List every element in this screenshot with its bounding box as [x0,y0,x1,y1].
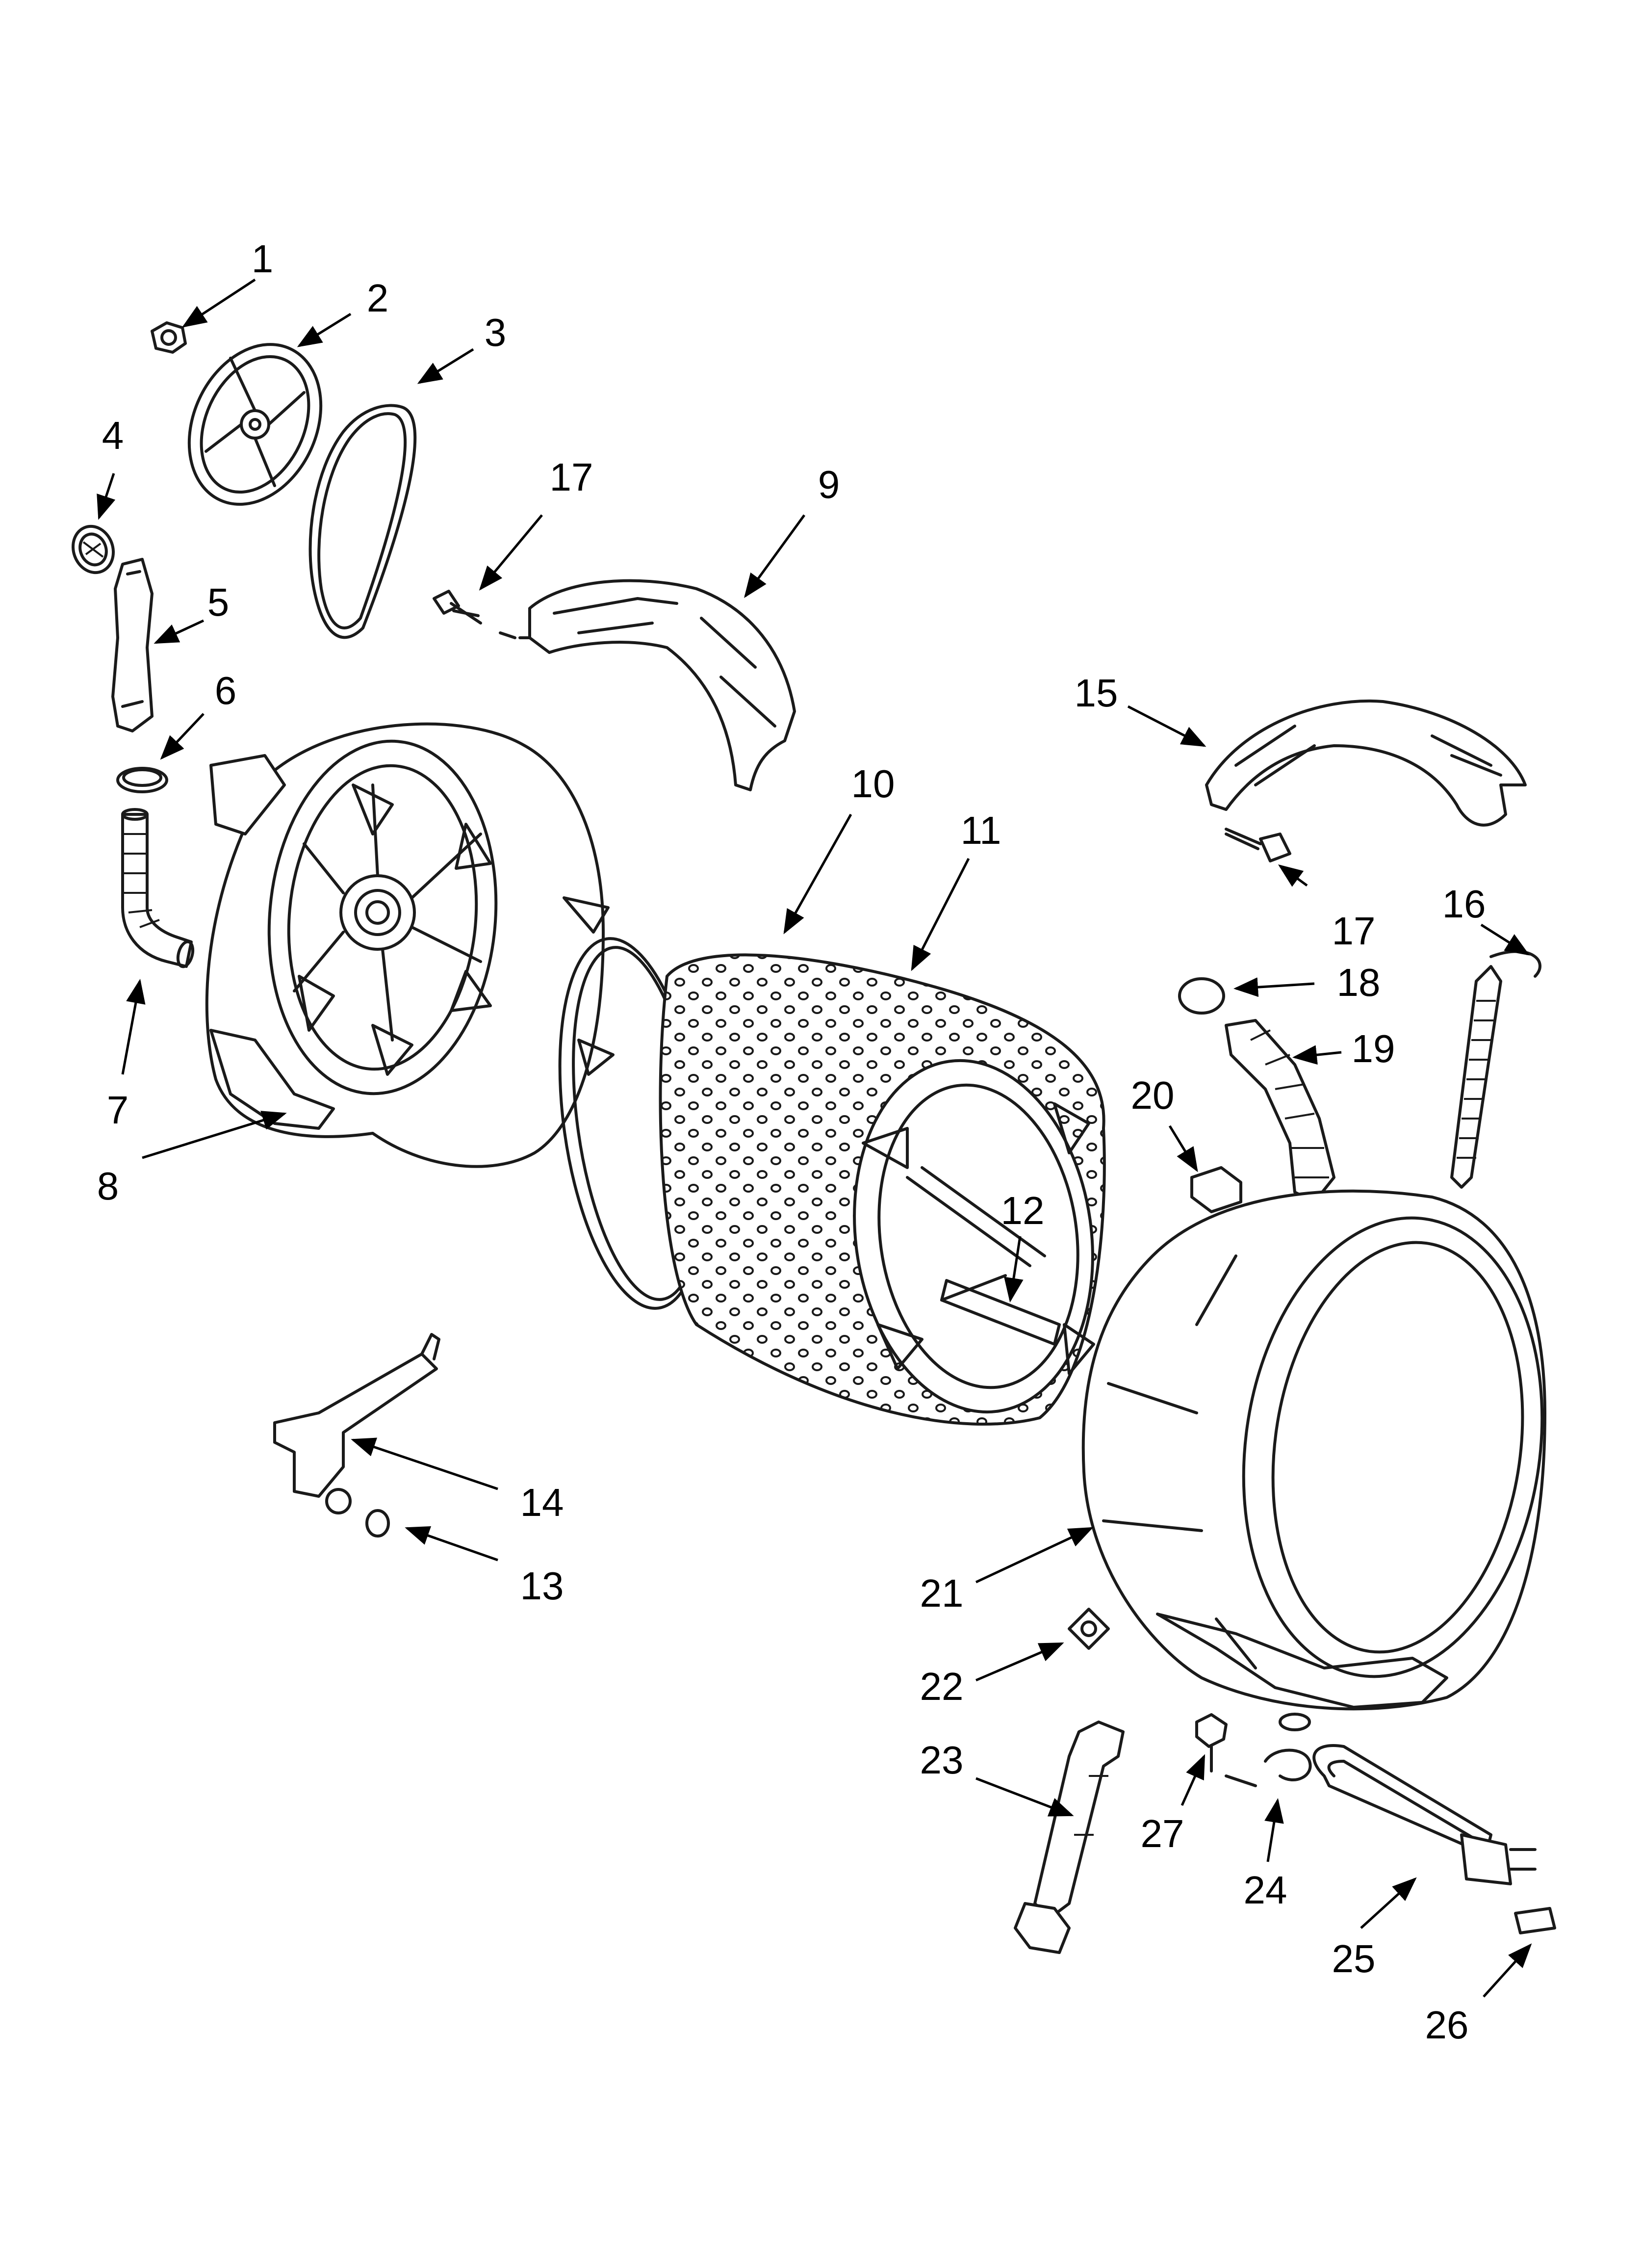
leader-15 [1127,705,1206,747]
callout-14: 14 [520,1481,564,1524]
leader-25 [1360,1877,1417,1929]
callout-27: 27 [1141,1812,1184,1855]
leader-18 [1233,977,1315,997]
callout-5: 5 [207,580,230,624]
part-connector[interactable] [1514,1907,1556,1934]
callout-19: 19 [1352,1027,1395,1070]
callout-10: 10 [851,762,895,806]
callout-25: 25 [1332,1937,1376,1981]
part-bellows[interactable] [1225,1019,1335,1203]
part-sensor-bracket[interactable] [273,1333,440,1514]
callout-20: 20 [1131,1073,1175,1117]
part-heating-element[interactable] [1312,1744,1537,1885]
callout-8: 8 [97,1164,119,1208]
callout-12: 12 [1001,1189,1045,1232]
part-wire-harness[interactable] [1225,1713,1312,1787]
part-hose[interactable] [121,808,195,968]
callout-18: 18 [1337,961,1381,1004]
part-baffle[interactable] [940,1279,1061,1346]
callout-21: 21 [920,1571,964,1615]
leader-12 [1004,1236,1024,1303]
part-spring[interactable] [1450,950,1541,1189]
part-rear-brace[interactable] [499,579,796,791]
callout-leaders [97,278,1532,1998]
leader-17a [479,514,543,591]
part-bracket[interactable] [111,558,154,732]
part-small-bracket[interactable] [1190,1166,1242,1213]
callout-17-front: 17 [1332,909,1376,953]
part-o-ring[interactable] [365,1509,390,1538]
callout-labels: 1 2 3 4 5 6 7 8 9 10 11 12 13 14 15 16 1… [97,237,1486,2047]
callout-1: 1 [252,237,274,281]
part-pulley[interactable] [164,323,346,526]
callout-16: 16 [1442,882,1486,926]
callout-13: 13 [520,1564,564,1608]
leader-9 [744,514,806,599]
leader-26 [1483,1943,1532,1998]
callout-6: 6 [215,669,237,712]
part-clip-plate[interactable] [1068,1608,1110,1650]
callout-11: 11 [960,808,1001,852]
part-drive-belt[interactable] [308,404,417,639]
leader-19 [1292,1045,1342,1065]
leader-7 [121,979,146,1075]
leader-13 [405,1526,498,1562]
part-clamp[interactable] [116,767,168,793]
leader-4 [97,473,116,520]
callout-17-rear: 17 [550,455,593,499]
part-screw-rear[interactable] [433,590,482,625]
leader-2 [297,313,352,347]
leader-22 [975,1642,1064,1682]
leader-11 [911,858,970,971]
part-shock-absorber[interactable] [1014,1721,1125,1954]
leader-14 [351,1437,498,1490]
callout-7: 7 [107,1088,129,1132]
leader-23 [975,1777,1074,1817]
leader-24 [1264,1798,1284,1862]
leader-16 [1480,923,1530,956]
callout-24: 24 [1244,1868,1287,1912]
callout-26: 26 [1425,2003,1469,2047]
leader-17b [1278,864,1308,887]
leader-1 [181,278,256,328]
leader-20 [1168,1125,1198,1173]
part-clip[interactable] [1178,977,1225,1015]
part-nut[interactable] [151,321,187,354]
part-drum[interactable] [659,953,1115,1427]
leader-27 [1180,1754,1206,1806]
callout-4: 4 [102,414,124,457]
callout-2: 2 [367,276,389,320]
callout-23: 23 [920,1738,964,1782]
leader-8 [142,1111,287,1159]
part-front-brace[interactable] [1205,700,1527,827]
callout-15: 15 [1075,671,1118,715]
part-front-tub[interactable] [1081,1189,1571,1711]
part-screw-front[interactable] [1225,828,1291,862]
leader-6 [160,713,205,760]
leader-5 [154,619,205,644]
leader-21 [975,1527,1094,1584]
callout-9: 9 [818,463,840,506]
callout-3: 3 [485,311,507,354]
part-filter-cap[interactable] [67,521,120,578]
part-rear-tub[interactable] [205,722,615,1168]
part-bolt[interactable] [1195,1713,1228,1773]
leader-3 [417,348,474,384]
leader-10 [783,813,852,935]
callout-22: 22 [920,1665,964,1708]
